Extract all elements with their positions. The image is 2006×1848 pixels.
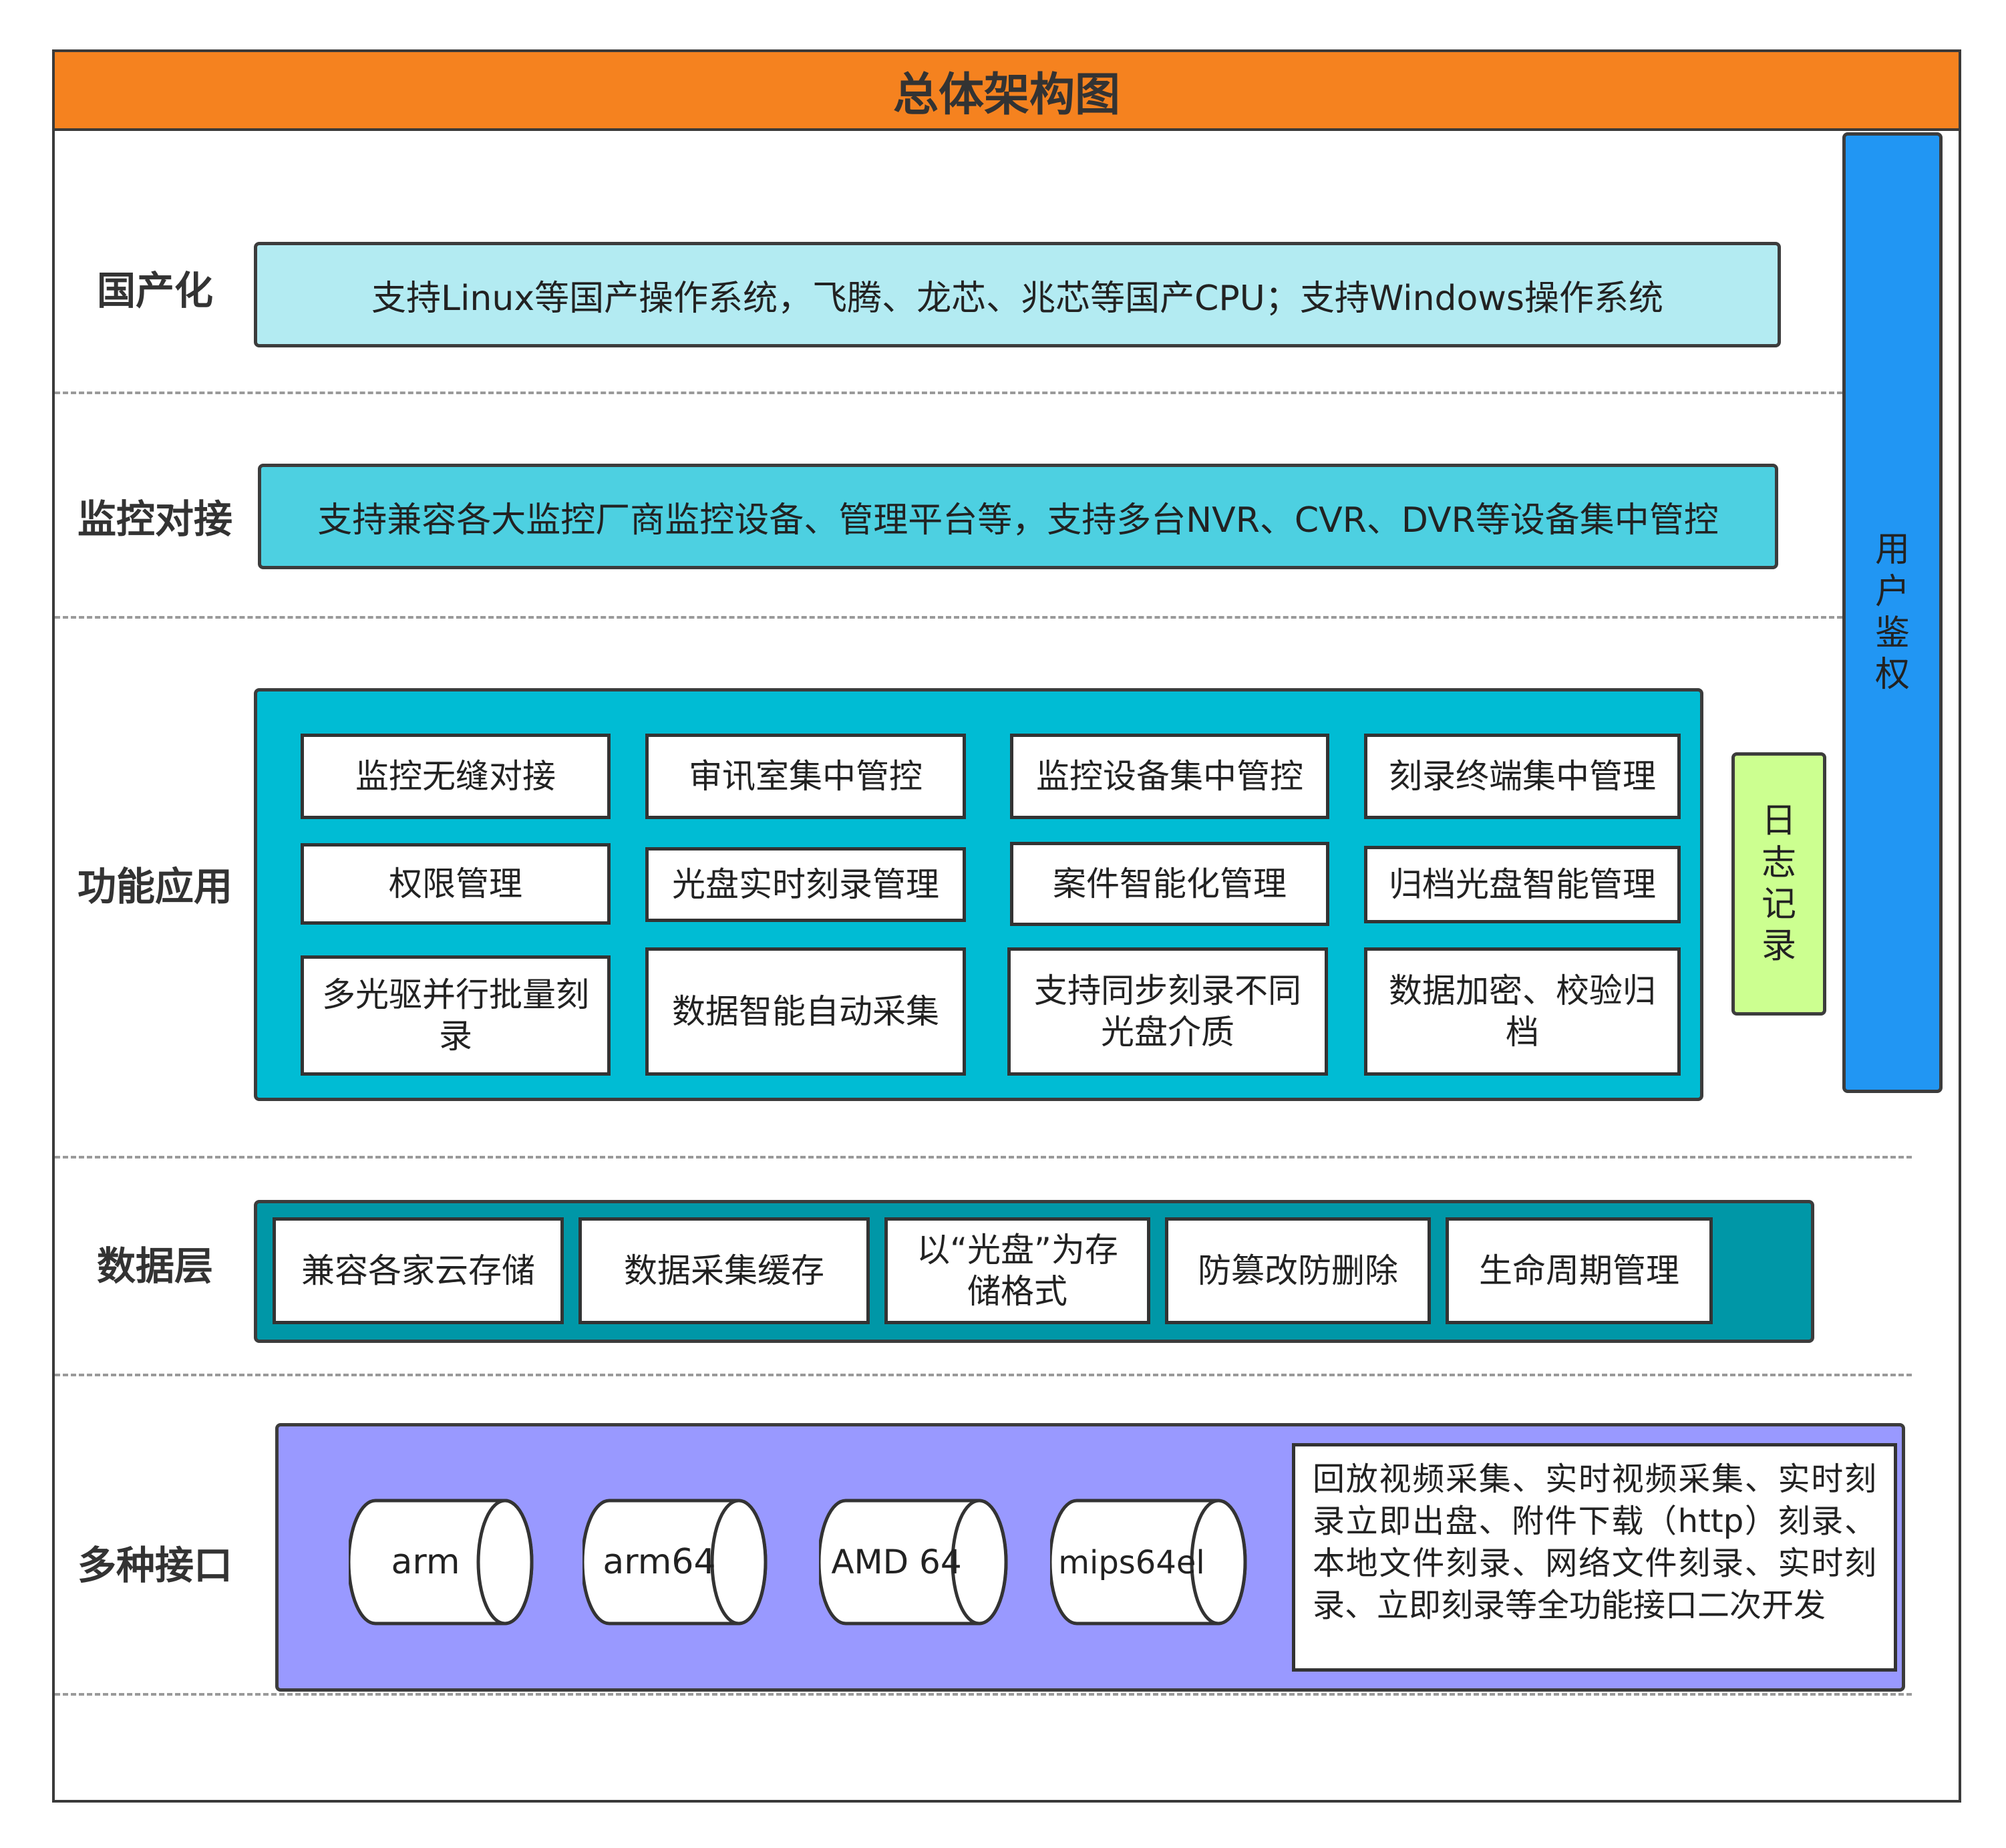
log-char: 记	[1761, 885, 1796, 925]
data-layer-item: 兼容各家云存储	[273, 1217, 564, 1324]
interfaces-description: 回放视频采集、实时视频采集、实时刻录立即出盘、附件下载（http）刻录、本地文件…	[1292, 1443, 1897, 1672]
log-char: 日	[1761, 801, 1796, 842]
row-divider	[55, 392, 1842, 394]
platform-label: AMD 64	[831, 1543, 961, 1581]
row-divider	[55, 1374, 1912, 1376]
function-item: 数据智能自动采集	[645, 947, 966, 1076]
platform-cylinder-arm: arm	[349, 1499, 534, 1626]
function-item: 审讯室集中管控	[645, 734, 966, 819]
log-char: 录	[1761, 926, 1796, 967]
data-layer-item: 生命周期管理	[1446, 1217, 1713, 1324]
function-item: 归档光盘智能管理	[1364, 846, 1681, 923]
function-item: 监控无缝对接	[301, 734, 611, 819]
row-label-localization: 国产化	[96, 268, 213, 313]
function-item: 多光驱并行批量刻录	[301, 955, 611, 1076]
platform-label: mips64el	[1058, 1544, 1205, 1581]
row-divider	[55, 1693, 1912, 1696]
user-auth-char: 户	[1874, 571, 1910, 612]
log-char: 志	[1761, 842, 1796, 883]
row-divider	[55, 616, 1842, 619]
row-label-monitoring: 监控对接	[77, 496, 232, 542]
localization-band: 支持Linux等国产操作系统，飞腾、龙芯、兆芯等国产CPU；支持Windows操…	[254, 242, 1781, 347]
monitoring-band: 支持兼容各大监控厂商监控设备、管理平台等，支持多台NVR、CVR、DVR等设备集…	[258, 464, 1778, 569]
row-label-functions: 功能应用	[77, 864, 232, 909]
user-auth-char: 鉴	[1874, 613, 1910, 653]
data-layer-item: 数据采集缓存	[578, 1217, 870, 1324]
row-label-interfaces: 多种接口	[77, 1543, 232, 1588]
platform-label: arm64	[603, 1542, 715, 1582]
function-item: 监控设备集中管控	[1010, 734, 1329, 819]
data-layer-item: 防篡改防删除	[1165, 1217, 1431, 1324]
platform-cylinder-arm64: arm64	[582, 1499, 768, 1626]
platform-cylinder-amd64: AMD 64	[819, 1499, 1008, 1626]
data-layer-item: 以“光盘”为存储格式	[884, 1217, 1150, 1324]
row-label-data-layer: 数据层	[96, 1243, 213, 1289]
user-auth-char: 用	[1874, 530, 1910, 571]
function-item: 支持同步刻录不同光盘介质	[1007, 947, 1328, 1076]
row-divider	[55, 1156, 1912, 1159]
platform-label: arm	[391, 1542, 460, 1582]
log-bar: 日 志 记 录	[1731, 752, 1826, 1016]
user-auth-char: 权	[1874, 655, 1910, 696]
platform-cylinder-mips64el: mips64el	[1050, 1499, 1247, 1626]
function-item: 刻录终端集中管理	[1364, 734, 1681, 819]
function-item: 光盘实时刻录管理	[645, 847, 966, 922]
user-auth-bar: 用 户 鉴 权	[1842, 132, 1943, 1093]
function-item: 权限管理	[301, 843, 611, 925]
function-item: 数据加密、校验归档	[1364, 947, 1681, 1076]
diagram-title: 总体架构图	[52, 49, 1961, 131]
function-item: 案件智能化管理	[1010, 842, 1329, 926]
